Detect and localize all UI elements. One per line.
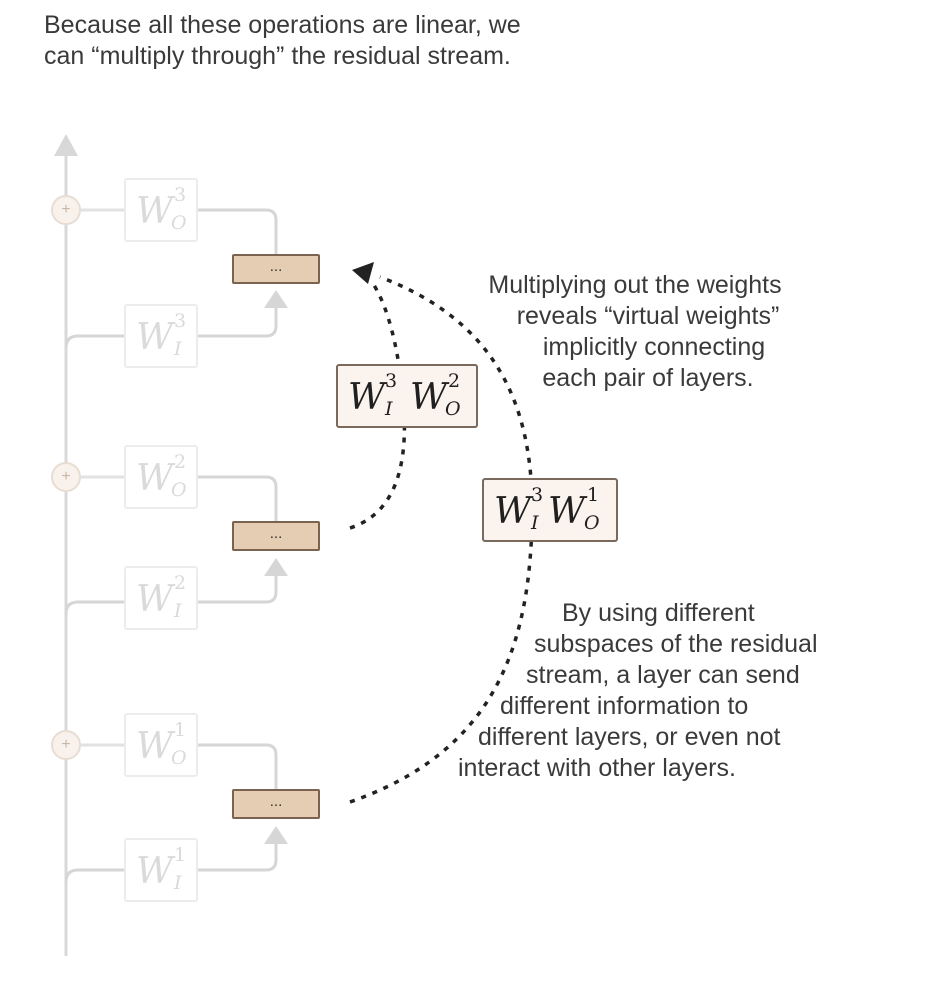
annotation-bottom-line-3: stream, a layer can send xyxy=(526,661,800,689)
virtual-weight-wi3-wo1: W 3 I W 1 O xyxy=(482,478,618,542)
annotation-bottom-line-5: different layers, or even not xyxy=(478,723,781,751)
layer3-block: ... xyxy=(232,254,320,284)
residual-add-node-3: + xyxy=(51,195,81,225)
intro-line-2: can “multiply through” the residual stre… xyxy=(44,42,511,70)
layer2-block: ... xyxy=(232,521,320,551)
annotation-bottom-line-6: interact with other layers. xyxy=(458,754,736,782)
layer1-block: ... xyxy=(232,789,320,819)
annotation-bottom-line-2: subspaces of the residual xyxy=(534,630,818,658)
residual-add-node-2: + xyxy=(51,462,81,492)
wo1-to-block-line xyxy=(198,743,278,789)
wi2-to-block-line xyxy=(198,572,278,604)
residual-add-node-1: + xyxy=(51,730,81,760)
weight-wo2: W 2 O xyxy=(124,445,198,509)
annotation-virtual-weights: Multiplying out the weights reveals “vir… xyxy=(462,270,808,394)
intro-text: Because all these operations are linear,… xyxy=(44,10,521,72)
weight-wi3: W 3 I xyxy=(124,304,198,368)
wo2-to-block-line xyxy=(198,475,278,521)
virtual-arrowhead xyxy=(352,262,374,284)
annotation-top-line-3: implicitly connecting xyxy=(542,333,766,361)
wo3-to-block-line xyxy=(198,208,278,254)
wi2-input-line xyxy=(64,600,124,615)
wi1-input-line xyxy=(64,868,124,883)
wi3-input-line xyxy=(64,334,124,349)
wi3-arrowhead xyxy=(264,290,288,308)
annotation-top-line-1: Multiplying out the weights xyxy=(488,271,782,299)
virtual-arrow-layer1-to-layer3 xyxy=(349,275,534,804)
annotation-top-line-2: reveals “virtual weights” xyxy=(516,302,780,330)
residual-stream-arrowhead xyxy=(54,134,78,156)
annotation-bottom-line-1: By using different xyxy=(562,599,755,627)
annotation-subspaces: By using different subspaces of the resi… xyxy=(452,598,818,784)
wi3-to-block-line xyxy=(198,304,278,338)
weight-wi2: W 2 I xyxy=(124,566,198,630)
wi1-to-block-line xyxy=(198,840,278,872)
annotation-bottom-line-4: different information to xyxy=(500,692,749,720)
virtual-weight-wi3-wo2: W 3 I W 2 O xyxy=(336,364,478,428)
weight-wi1: W 1 I xyxy=(124,838,198,902)
wi1-arrowhead xyxy=(264,826,288,844)
wi2-arrowhead xyxy=(264,558,288,576)
intro-line-1: Because all these operations are linear,… xyxy=(44,11,521,39)
weight-wo1: W 1 O xyxy=(124,713,198,777)
weight-wo3: W 3 O xyxy=(124,178,198,242)
annotation-top-line-4: each pair of layers. xyxy=(542,364,754,392)
